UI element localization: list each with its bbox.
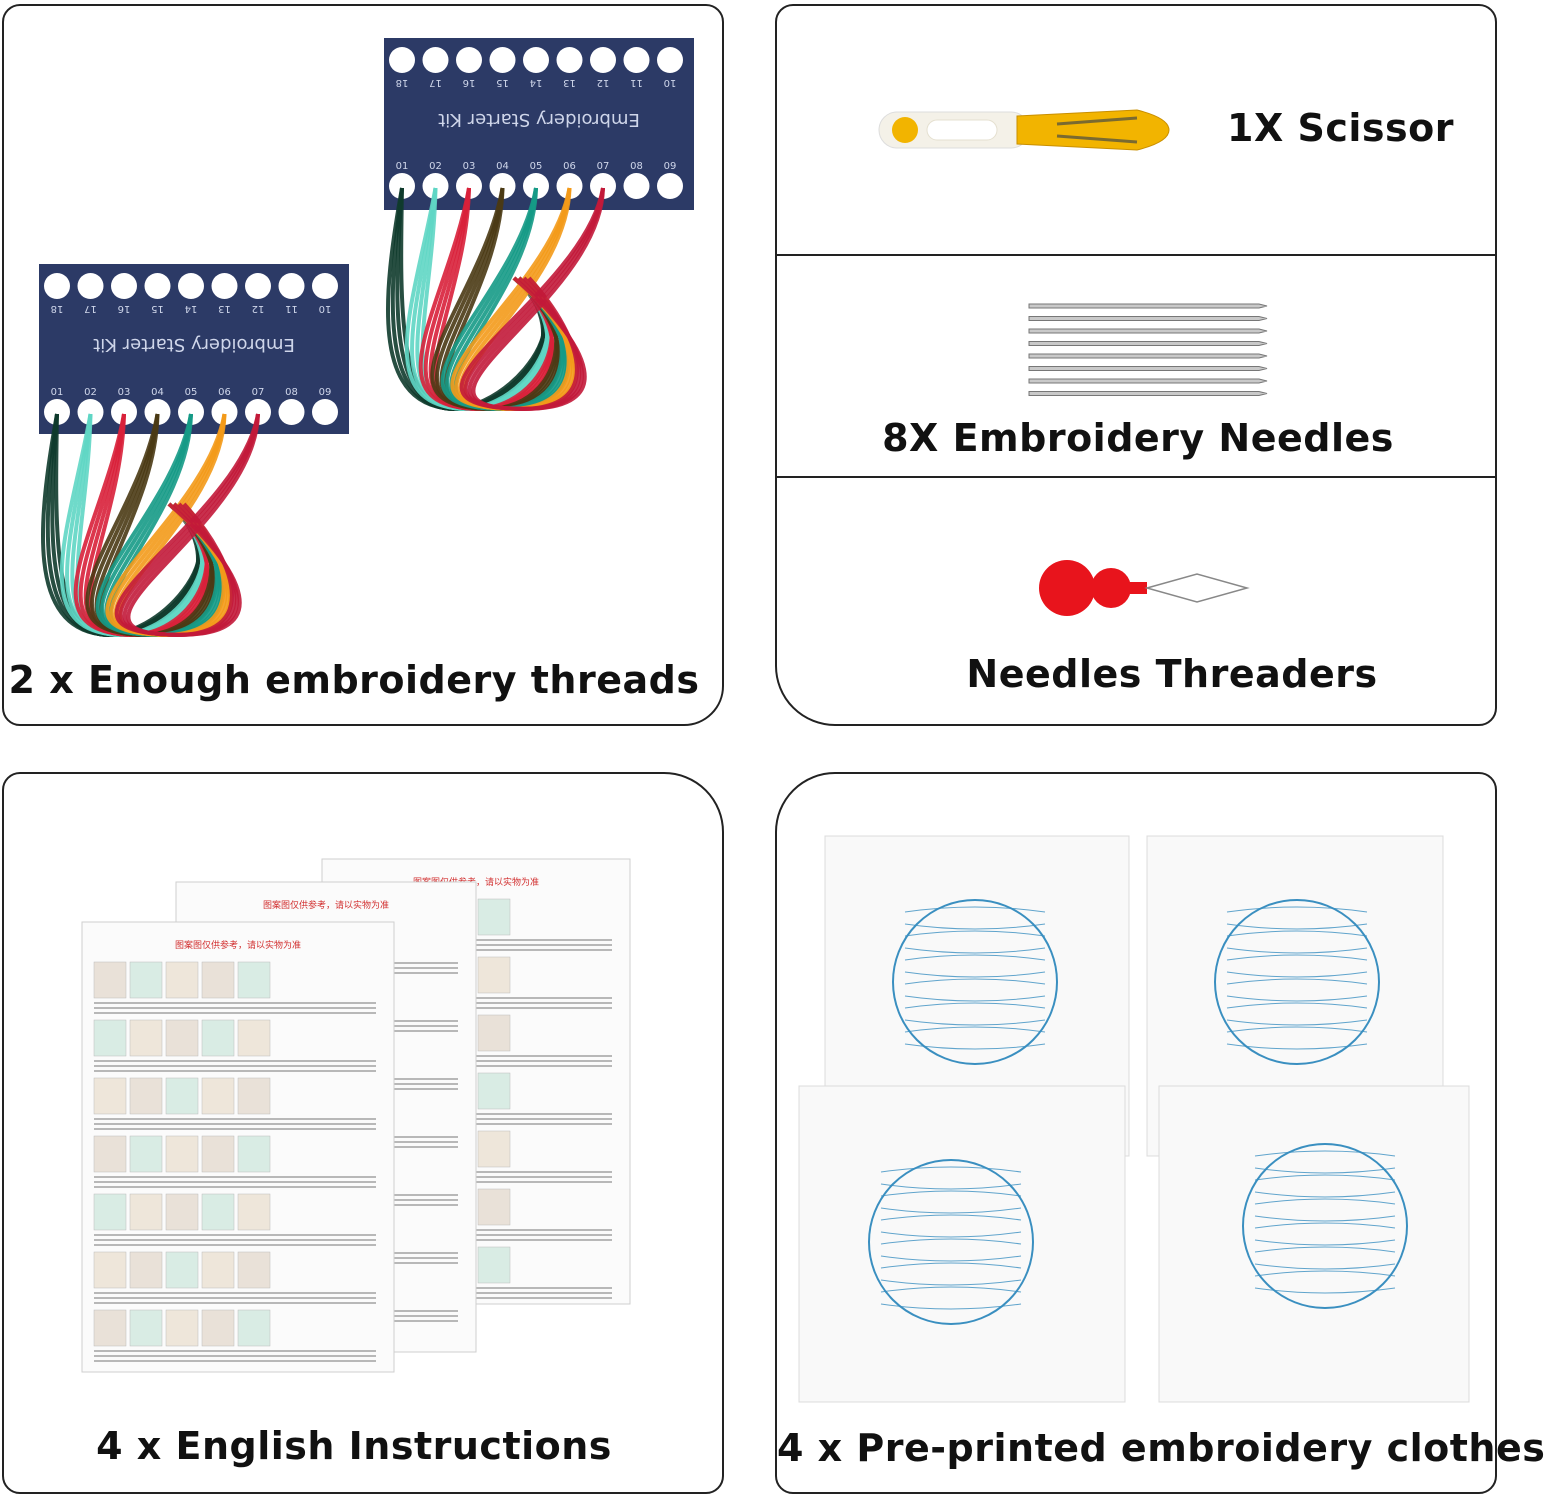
sheet-header: 图案图仅供参考，请以实物为准	[175, 939, 301, 951]
hole-number: 08	[630, 161, 643, 172]
threads-panel: 18 17 16 15 14 13 12 11 10 01 02 03 04 05 06 07 08 09 Em…	[2, 4, 724, 726]
needles-illustration	[1028, 303, 1268, 396]
hole-number: 06	[563, 161, 576, 172]
divider	[777, 254, 1495, 256]
hole-number: 15	[151, 303, 164, 314]
hole-number: 13	[218, 303, 231, 314]
cloths-label: 4 x Pre-printed embroidery clothes	[777, 1426, 1546, 1470]
hole-number: 02	[429, 161, 442, 172]
hole-number: 01	[51, 387, 64, 398]
scissor-icon	[878, 109, 1170, 151]
threader-icon	[1039, 560, 1250, 616]
hole-number: 06	[218, 387, 231, 398]
card-text: Embroidery Starter Kit	[438, 109, 640, 130]
hole-number: 09	[664, 161, 677, 172]
hole-number: 09	[319, 387, 332, 398]
hole-number: 13	[563, 77, 576, 88]
hole-number: 12	[597, 77, 610, 88]
hole-number: 05	[185, 387, 198, 398]
hole-number: 11	[630, 77, 643, 88]
hole-number: 17	[429, 77, 442, 88]
hole-number: 07	[252, 387, 265, 398]
threaders-label: Needles Threaders	[966, 652, 1378, 696]
hole-number: 01	[396, 161, 409, 172]
card-text: Embroidery Starter Kit	[93, 334, 295, 355]
hole-number: 10	[319, 303, 332, 314]
hole-number: 03	[118, 387, 131, 398]
hole-number: 07	[597, 161, 610, 172]
hole-number: 03	[463, 161, 476, 172]
threads-label: 2 x Enough embroidery threads	[8, 658, 700, 702]
hole-number: 12	[252, 303, 265, 314]
needles-icon	[1028, 303, 1268, 396]
hole-number: 16	[463, 77, 476, 88]
hole-number: 14	[185, 303, 198, 314]
cloths-panel: 4 x Pre-printed embroidery clothes	[775, 772, 1546, 1494]
hole-number: 16	[118, 303, 131, 314]
tools-panel: 1X Scissor 8X Embroidery Needles Needles…	[775, 4, 1497, 726]
needles-label: 8X Embroidery Needles	[882, 416, 1394, 460]
instructions-panel: 图案图仅供参考，请以实物为准图案图仅供参考，请以实物为准图案图仅供参考，请以实物…	[2, 772, 724, 1494]
thread-card-2: 18 17 16 15 14 13 12 11 10 01 02 03 04 05 06 07 08 09 Em…	[384, 38, 694, 411]
instructions-label: 4 x English Instructions	[96, 1424, 612, 1468]
hole-number: 14	[530, 77, 543, 88]
hole-number: 04	[496, 161, 509, 172]
instruction-sheets-illustration: 图案图仅供参考，请以实物为准图案图仅供参考，请以实物为准图案图仅供参考，请以实物…	[81, 858, 631, 1373]
scissor-label: 1X Scissor	[1227, 106, 1454, 150]
divider	[777, 476, 1495, 478]
thread-cards-illustration: 18 17 16 15 14 13 12 11 10 01 02 03 04 05 06 07 08 09 Em…	[39, 38, 694, 637]
hole-number: 08	[285, 387, 298, 398]
thread-card-1: 18 17 16 15 14 13 12 11 10 01 02 03 04 05 06 07 08 09 Em…	[39, 264, 349, 637]
pre-printed-cloth	[798, 1085, 1126, 1403]
cloths-illustration	[798, 835, 1470, 1403]
scissor-illustration	[878, 109, 1170, 151]
sheet-header: 图案图仅供参考，请以实物为准	[263, 899, 389, 911]
hole-number: 04	[151, 387, 164, 398]
hole-number: 02	[84, 387, 97, 398]
hole-number: 18	[51, 303, 64, 314]
hole-number: 17	[84, 303, 97, 314]
hole-number: 11	[285, 303, 298, 314]
hole-number: 18	[396, 77, 409, 88]
hole-number: 15	[496, 77, 509, 88]
threader-illustration	[1039, 560, 1250, 616]
pre-printed-cloth	[1158, 1085, 1470, 1403]
instruction-sheet: 图案图仅供参考，请以实物为准	[81, 921, 395, 1373]
hole-number: 05	[530, 161, 543, 172]
hole-number: 10	[664, 77, 677, 88]
